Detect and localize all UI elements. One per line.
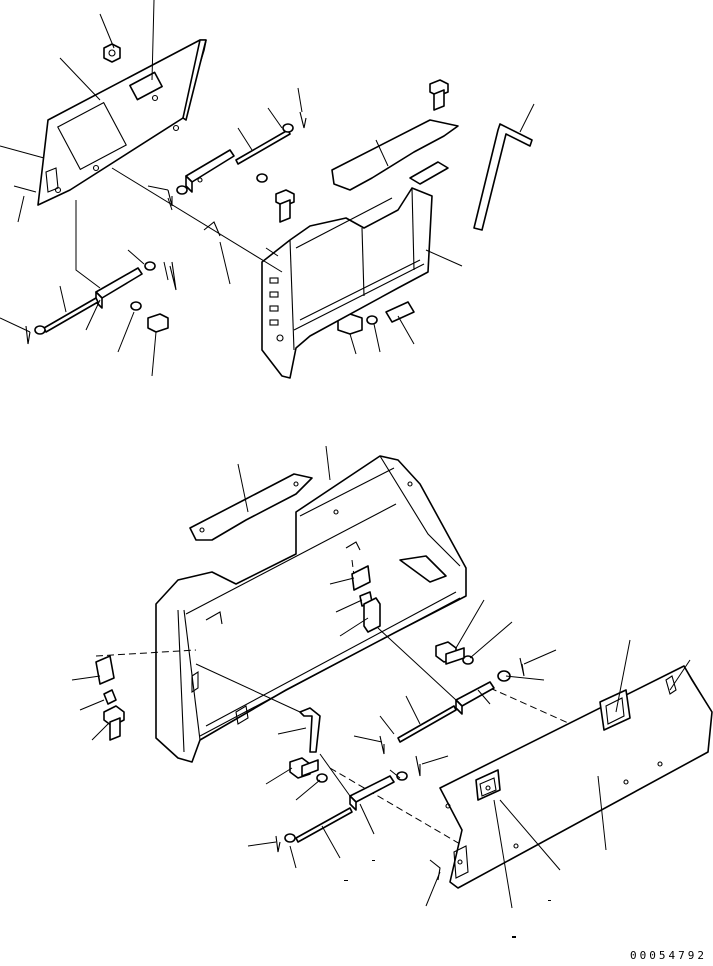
lower-center-parts	[351, 565, 381, 633]
upper-assembly	[0, 0, 535, 379]
upper-hinge-bracket	[185, 149, 235, 193]
upper-frame	[261, 187, 433, 379]
lower-frame	[155, 455, 467, 763]
upper-washers	[34, 123, 378, 335]
upper-tabs	[385, 161, 449, 323]
lower-clips	[275, 657, 525, 881]
upper-side-cover	[37, 39, 207, 206]
lower-assembly	[71, 445, 713, 938]
lower-callout-leaders	[71, 445, 691, 938]
upper-bolts	[147, 79, 449, 335]
drawing-code: 00054792	[630, 949, 707, 962]
lower-top-plate	[189, 473, 313, 541]
lower-connecting-lines	[195, 627, 457, 797]
upper-connecting-lines	[75, 167, 283, 289]
upper-plate	[331, 119, 459, 191]
lower-pin	[43, 297, 99, 333]
lower-left-parts	[95, 655, 125, 741]
upper-pin	[235, 129, 291, 165]
upper-clips	[25, 111, 307, 345]
bent-rod	[473, 123, 533, 231]
upper-callout-leaders	[0, 0, 535, 377]
lower-side-cover	[439, 665, 713, 889]
lower-left-hinge	[284, 757, 408, 843]
lower-right-hinge	[397, 641, 511, 743]
lower-rod-hook	[299, 707, 321, 753]
upper-nut	[103, 43, 121, 63]
